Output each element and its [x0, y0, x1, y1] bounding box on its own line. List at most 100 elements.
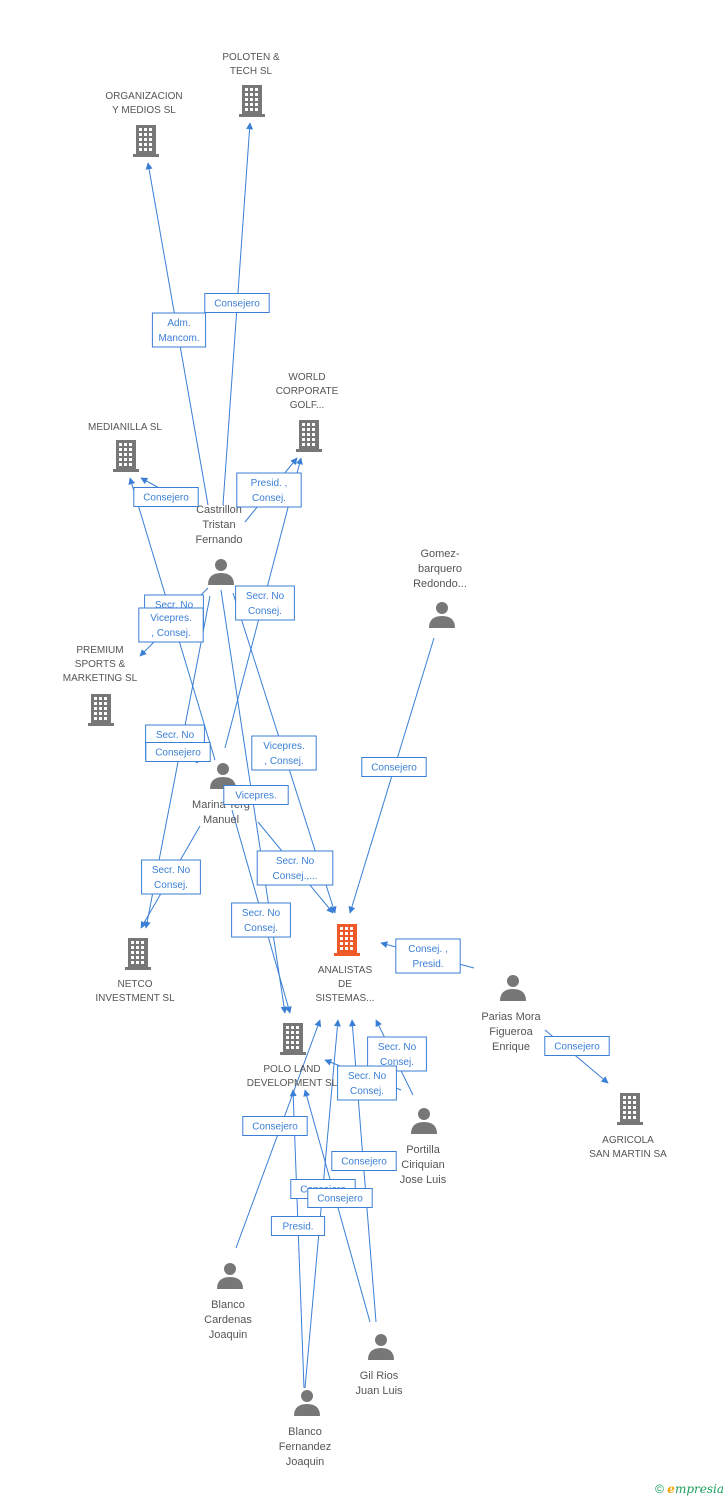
node-label-line: Fernandez	[279, 1441, 332, 1453]
node-label-line: SISTEMAS...	[316, 993, 375, 1004]
edge-label-text: Presid.	[282, 1222, 313, 1233]
edge-label-box	[337, 1065, 397, 1101]
edge-label-text: Vicepres.	[150, 613, 192, 624]
person-icon	[217, 1263, 243, 1289]
edge-label-text: Consej.	[244, 923, 278, 934]
node-label-line: SAN MARTIN SA	[589, 1149, 667, 1160]
edge-label-text: Adm.	[167, 318, 190, 329]
node-label-line: Castrillon	[196, 504, 242, 516]
edge-label[interactable]: Secr. No Consej.	[337, 1065, 397, 1101]
node-label-line: Blanco	[211, 1299, 245, 1311]
person-icon	[294, 1390, 320, 1416]
copyright-symbol: ©	[655, 1482, 664, 1496]
edge-label-text: Consej.,...	[272, 871, 317, 882]
edge-label[interactable]: Vicepres.	[223, 785, 289, 805]
node-world[interactable]: WORLDCORPORATEGOLF...	[276, 372, 339, 452]
node-gomez[interactable]: Gomez-barqueroRedondo...	[413, 548, 467, 628]
node-label-line: Gil Rios	[360, 1370, 399, 1382]
node-label-line: AGRICOLA	[602, 1135, 654, 1146]
brand-logo[interactable]: empresia	[667, 1482, 724, 1496]
edge-label[interactable]: Presid.	[270, 1216, 326, 1236]
edge-label-box	[223, 785, 289, 805]
node-label-line: Joaquin	[286, 1456, 325, 1468]
edge-label-text: , Consej.	[264, 756, 303, 767]
edge-castrillon-to-poloten	[222, 122, 254, 506]
edge-label[interactable]: Consejero	[242, 1116, 308, 1136]
edge-label-text: Consej.	[252, 493, 286, 504]
node-medianilla[interactable]: MEDIANILLA SL	[88, 422, 162, 472]
edge-label[interactable]: Consej. ,Presid.	[395, 938, 461, 974]
edge-label[interactable]: Secr. NoConsej.,...	[256, 850, 334, 886]
edge-label[interactable]: Vicepres., Consej.	[251, 735, 317, 771]
node-label-line: POLOTEN &	[222, 52, 280, 63]
node-label-line: Ciriquian	[401, 1159, 444, 1171]
node-label-line: barquero	[418, 563, 462, 575]
building-icon	[88, 694, 114, 726]
edge-label[interactable]: Consejero	[133, 487, 199, 507]
edge-label[interactable]: Vicepres., Consej.	[138, 607, 204, 643]
node-analistas[interactable]: ANALISTASDESISTEMAS...	[316, 924, 375, 1004]
edge-label-box	[145, 742, 211, 762]
edge-label-text: Secr. No	[246, 591, 285, 602]
node-poloten[interactable]: POLOTEN &TECH SL	[222, 52, 280, 117]
person-icon	[500, 975, 526, 1001]
edge-label[interactable]: Adm.Mancom.	[151, 312, 207, 348]
node-agricola[interactable]: AGRICOLA SAN MARTIN SA	[589, 1093, 667, 1160]
edge-label-box	[141, 859, 201, 895]
edge-label-text: Consejero	[143, 493, 189, 504]
node-label-line: Parias Mora	[481, 1011, 541, 1023]
edge-label[interactable]: Consejero	[307, 1188, 373, 1208]
edge-label-box	[236, 472, 302, 508]
edge-label-box	[231, 902, 291, 938]
node-label-line: Enrique	[492, 1041, 530, 1053]
node-label-line: Figueroa	[489, 1026, 533, 1038]
edge-label[interactable]: Consejero	[361, 757, 427, 777]
node-label-line: SPORTS &	[75, 659, 126, 670]
node-label-line: Gomez-	[420, 548, 459, 560]
person-icon	[368, 1334, 394, 1360]
edge-label-text: Secr. No	[348, 1071, 387, 1082]
edge-label-text: Consejero	[214, 299, 260, 310]
building-icon	[280, 1023, 306, 1055]
edge-label[interactable]: Presid. ,Consej.	[236, 472, 302, 508]
edge-label[interactable]: Consejero	[204, 293, 270, 313]
edge-label-text: Consejero	[155, 748, 201, 759]
footer-credit: © empresia	[655, 1482, 724, 1496]
edge-label[interactable]: Consejero	[145, 742, 211, 762]
node-label-line: Portilla	[406, 1144, 441, 1156]
node-label-line: WORLD	[288, 372, 325, 383]
edge-label-box	[242, 1116, 308, 1136]
node-label-line: CORPORATE	[276, 386, 339, 397]
node-label-line: POLO LAND	[263, 1064, 320, 1075]
edge-label[interactable]: Consejero	[544, 1036, 610, 1056]
edge-label-box	[133, 487, 199, 507]
edge-label-text: Secr. No	[156, 730, 195, 741]
node-label-line: ANALISTAS	[318, 965, 373, 976]
building-icon	[125, 938, 151, 970]
edge-label-text: Consej.	[350, 1086, 384, 1097]
node-label-line: Manuel	[203, 814, 239, 826]
edge-label-box	[256, 850, 334, 886]
edge-label-text: Consejero	[252, 1122, 298, 1133]
edge-label-box	[270, 1216, 326, 1236]
person-icon	[411, 1108, 437, 1134]
edge-label-box	[544, 1036, 610, 1056]
edge-label[interactable]: Consejero	[331, 1151, 397, 1171]
building-icon	[239, 85, 265, 117]
